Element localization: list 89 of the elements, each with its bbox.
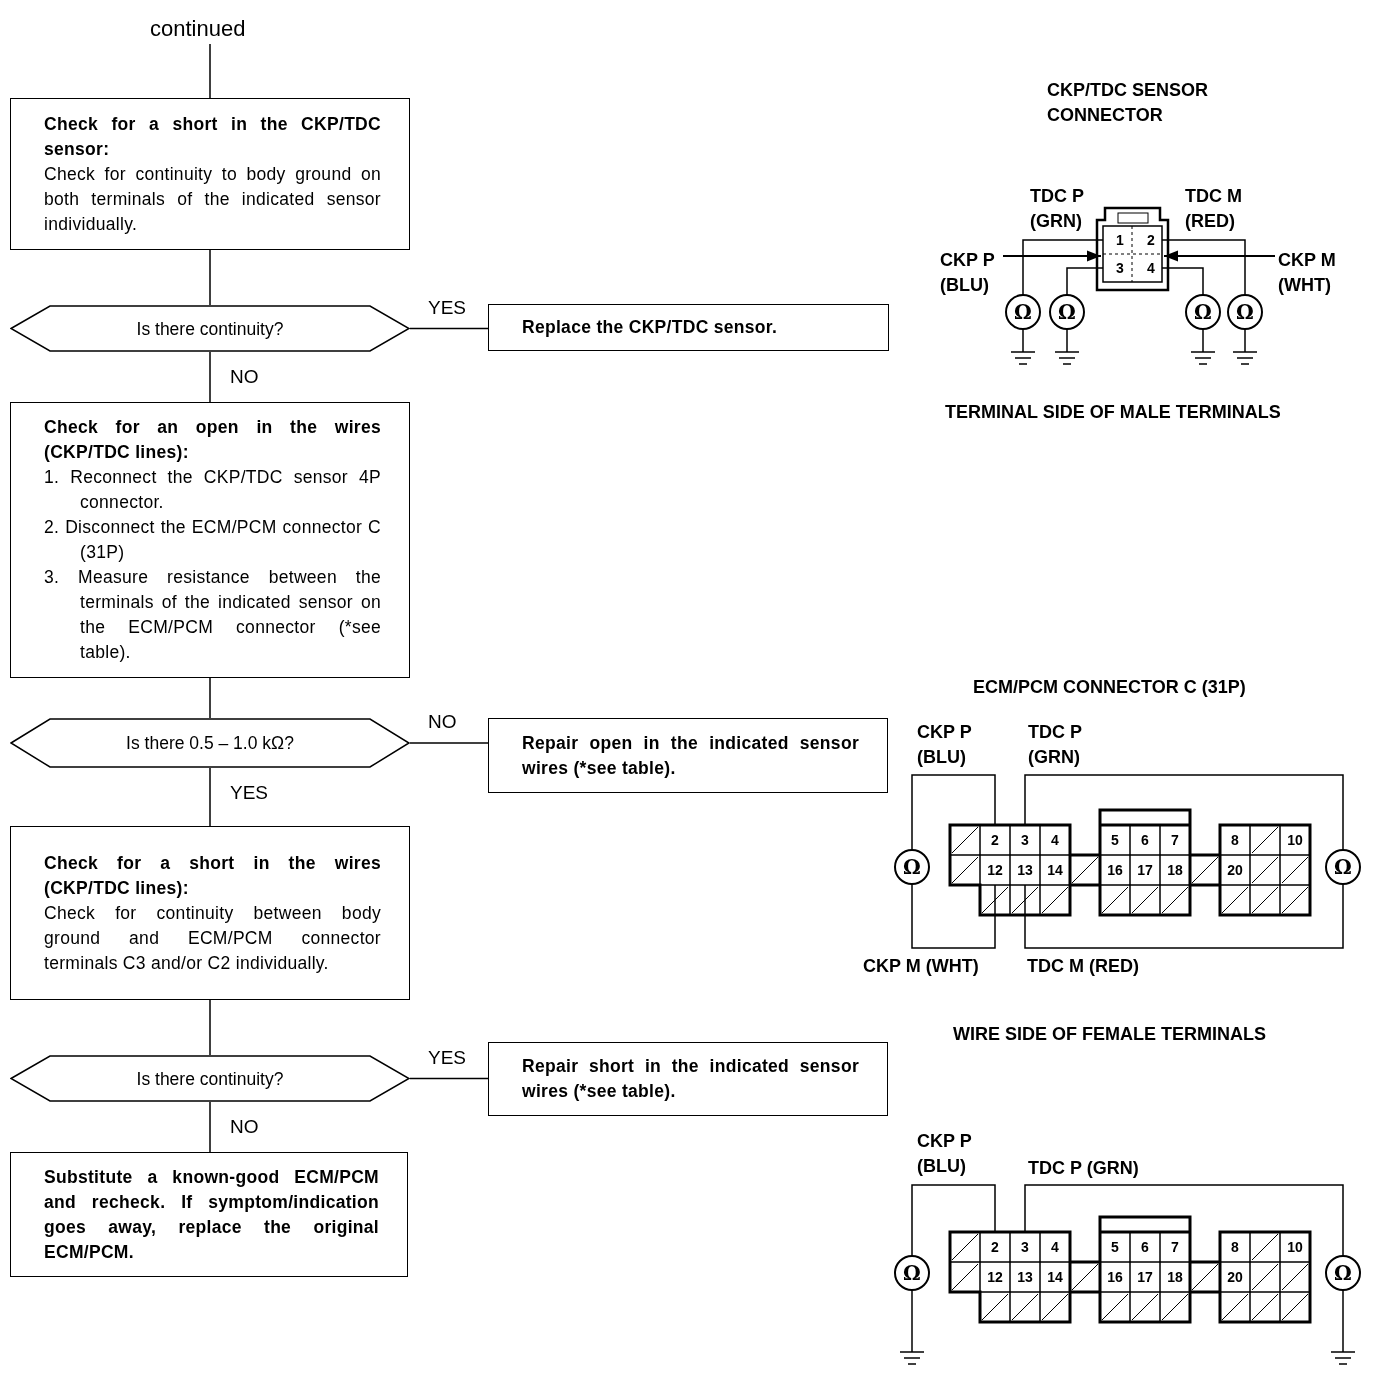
- ohm-sign: Ω: [903, 1262, 921, 1284]
- pin-number: 6: [1141, 1239, 1149, 1255]
- connector-line: [209, 1101, 211, 1153]
- view-caption: TERMINAL SIDE OF MALE TERMINALS: [945, 401, 1281, 424]
- decision-text: Is there 0.5 – 1.0 kΩ?: [125, 732, 295, 754]
- pin-number: 2: [991, 832, 999, 848]
- box-text: Check for continuity to body ground on both terminals of the indicated sensor individually.: [44, 162, 381, 236]
- wire-label: TDC M (RED): [1185, 185, 1243, 233]
- connector-line: [209, 677, 211, 719]
- pin-number: 3: [1021, 1239, 1029, 1255]
- process-box: [10, 98, 410, 250]
- pin-number: 2: [1147, 232, 1155, 248]
- connector-line: [209, 767, 211, 827]
- wire-label: TDC P (GRN): [1028, 1157, 1139, 1180]
- connector-line: [209, 351, 211, 403]
- pin-number: 16: [1107, 1269, 1123, 1285]
- pin-number: 14: [1047, 862, 1063, 878]
- box-heading: Check for a short in the CKP/TDC sensor:: [44, 112, 381, 161]
- drawing-title: CKP/TDC SENSOR CONNECTOR: [1047, 79, 1209, 127]
- process-box: [10, 1152, 408, 1277]
- process-box: [10, 826, 410, 1000]
- pin-number: 20: [1227, 862, 1243, 878]
- pin-number: 18: [1167, 862, 1183, 878]
- pin-number: 14: [1047, 1269, 1063, 1285]
- connector-line: [209, 43, 211, 99]
- pin-number: 3: [1021, 832, 1029, 848]
- continuation-text: continued: [150, 14, 246, 44]
- list-item: 2. Disconnect the ECM/PCM connector C (31P): [44, 516, 381, 564]
- pin-number: 4: [1051, 1239, 1059, 1255]
- pin-number: 16: [1107, 862, 1123, 878]
- connector-line: [209, 249, 211, 306]
- pin-number: 18: [1167, 1269, 1183, 1285]
- pin-number: 1: [1116, 232, 1124, 248]
- box-text: Repair open in the indicated sensor wires (*see table).: [522, 731, 859, 780]
- process-box: [488, 304, 889, 351]
- pin-number: 10: [1287, 832, 1303, 848]
- box-heading: Check for an open in the wires (CKP/TDC lines):: [44, 416, 381, 464]
- box-text: Repair short in the indicated sensor wires (*see table).: [522, 1055, 859, 1103]
- list-item: 3. Measure resistance between the terminals of the indicated sensor on the ECM/PCM connector (*see table).: [44, 566, 381, 664]
- process-box: [488, 1042, 888, 1116]
- pin-number: 8: [1231, 1239, 1239, 1255]
- decision-text: Is there continuity?: [135, 318, 285, 339]
- wire-label: CKP M (WHT): [1278, 249, 1337, 297]
- pin-number: 12: [987, 862, 1003, 878]
- wire-label: CKP M (WHT): [863, 955, 979, 978]
- pin-number: 13: [1017, 862, 1033, 878]
- pin-number: 7: [1171, 1239, 1179, 1255]
- pin-number: 2: [991, 1239, 999, 1255]
- pin-number: 6: [1141, 832, 1149, 848]
- box-text: Substitute a known-good ECM/PCM and recheck. If symptom/indication goes away, replace the original ECM/PCM.: [44, 1165, 379, 1264]
- wire-label: CKP P (BLU): [917, 1130, 973, 1178]
- pin-number: 12: [987, 1269, 1003, 1285]
- pin-number: 17: [1137, 1269, 1153, 1285]
- process-box: [488, 718, 888, 793]
- ohm-sign: Ω: [1014, 301, 1032, 323]
- ohm-sign: Ω: [903, 856, 921, 878]
- pin-number: 10: [1287, 1239, 1303, 1255]
- ohm-sign: Ω: [1334, 1262, 1352, 1284]
- wire-label: CKP P (BLU): [917, 721, 973, 769]
- ohm-sign: Ω: [1236, 301, 1254, 323]
- connector-line: [409, 1077, 489, 1080]
- pin-number: 5: [1111, 832, 1119, 848]
- pin-number: 17: [1137, 862, 1153, 878]
- box-heading: Check for a short in the wires (CKP/TDC lines):: [44, 851, 381, 900]
- pin-number: 8: [1231, 832, 1239, 848]
- connector-line: [409, 742, 489, 744]
- view-caption: WIRE SIDE OF FEMALE TERMINALS: [953, 1023, 1266, 1046]
- box-text: Replace the CKP/TDC sensor.: [522, 316, 779, 339]
- drawing-title: ECM/PCM CONNECTOR C (31P): [973, 676, 1246, 699]
- ohm-sign: Ω: [1334, 856, 1352, 878]
- connector-line: [209, 999, 211, 1056]
- decision-text: Is there continuity?: [135, 1068, 285, 1089]
- pin-number: 4: [1051, 832, 1059, 848]
- pin-number: 5: [1111, 1239, 1119, 1255]
- pin-number: 13: [1017, 1269, 1033, 1285]
- ohm-sign: Ω: [1194, 301, 1212, 323]
- pin-number: 4: [1147, 260, 1155, 276]
- connector-line: [409, 327, 489, 330]
- process-box: [10, 402, 410, 678]
- wire-label: CKP P (BLU): [940, 249, 996, 297]
- wire-label: TDC P (GRN): [1030, 185, 1085, 233]
- wire-label: TDC P (GRN): [1028, 721, 1083, 769]
- pin-number: 3: [1116, 260, 1124, 276]
- ohm-sign: Ω: [1058, 301, 1076, 323]
- list-item: 1. Reconnect the CKP/TDC sensor 4P connector.: [44, 466, 381, 514]
- wire-label: TDC M (RED): [1027, 955, 1139, 978]
- pin-number: 7: [1171, 832, 1179, 848]
- box-text: Check for continuity between body ground and ECM/PCM connector terminals C3 and/or C2 individually.: [44, 901, 381, 975]
- pin-number: 20: [1227, 1269, 1243, 1285]
